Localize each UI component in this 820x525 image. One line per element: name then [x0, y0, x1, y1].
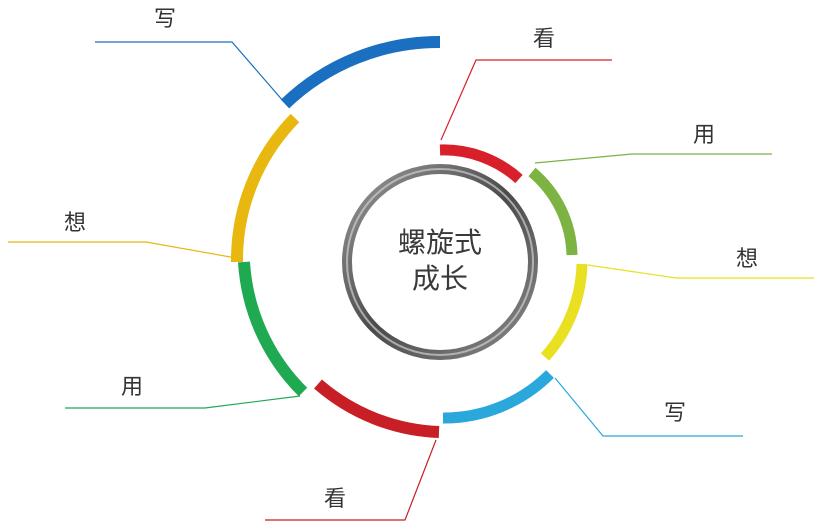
leader-inner-write — [554, 377, 743, 437]
outer-segment-think — [230, 113, 300, 263]
center-title-line2: 成长 — [412, 262, 468, 295]
center-title-line1: 螺旋式 — [398, 226, 482, 259]
leader-outer-think — [8, 241, 237, 259]
inner-segment-use — [528, 167, 578, 256]
label-outer-think: 想 — [64, 211, 86, 236]
leader-inner-look — [440, 59, 612, 141]
inner-segment-look — [439, 144, 523, 184]
outer-segment-look — [314, 379, 440, 438]
label-inner-use: 用 — [693, 123, 715, 148]
label-outer-look: 看 — [324, 487, 346, 512]
leader-outer-write — [95, 41, 285, 103]
leader-inner-think — [587, 264, 814, 279]
label-inner-look: 看 — [533, 27, 555, 52]
leader-outer-look — [265, 439, 437, 521]
inner-segment-think — [540, 263, 588, 361]
leader-inner-use — [534, 153, 772, 164]
label-outer-use: 用 — [121, 375, 143, 400]
outer-segment-write — [280, 35, 441, 109]
label-outer-write: 写 — [154, 7, 176, 32]
center-ring — [342, 164, 538, 360]
leader-outer-use — [65, 395, 301, 409]
label-inner-write: 写 — [664, 401, 686, 426]
label-inner-think: 想 — [736, 247, 758, 272]
inner-segment-write — [442, 370, 554, 424]
outer-segment-use — [238, 261, 308, 397]
